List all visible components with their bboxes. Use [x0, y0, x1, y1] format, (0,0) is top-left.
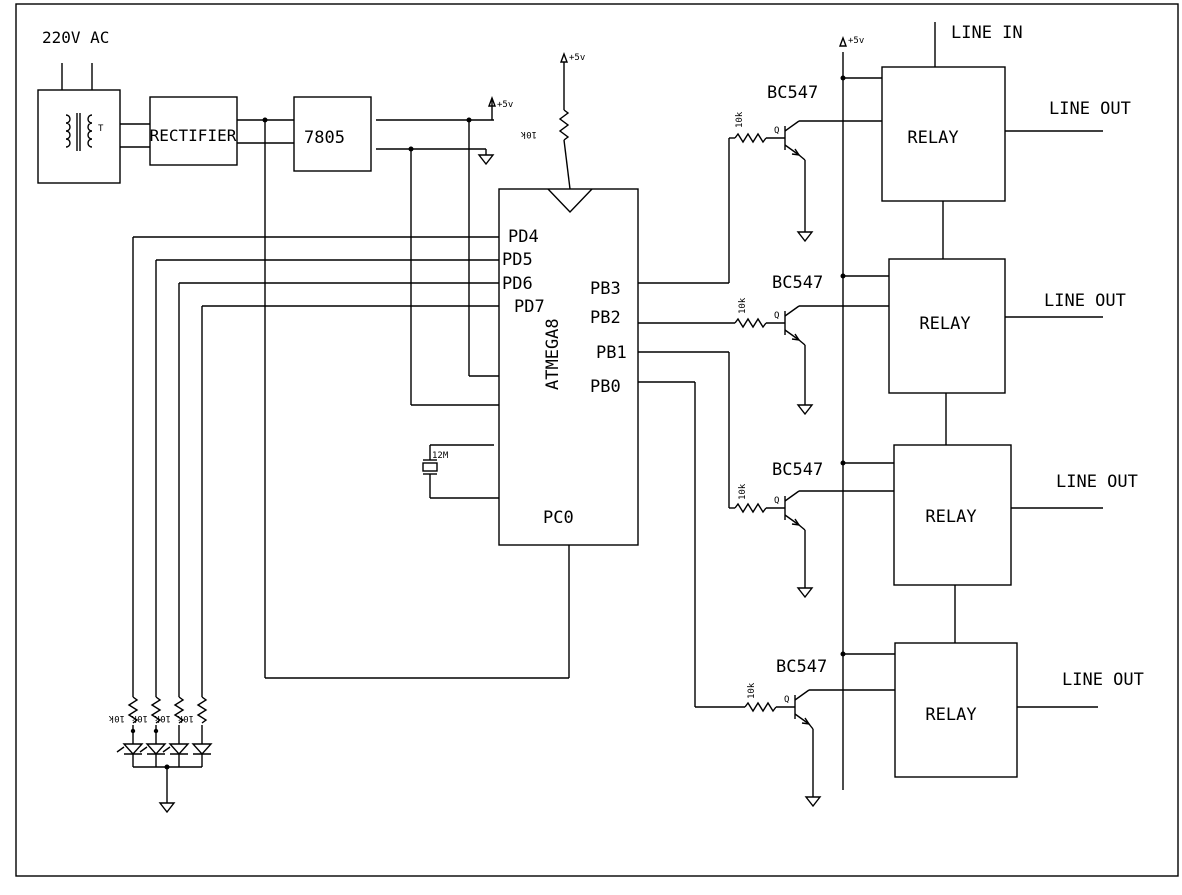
channel-2: 10k Q BC547 RELAY LINE OUT — [638, 201, 1126, 416]
vcc-label-regulator: +5v — [497, 100, 513, 110]
led-bank: 10k 10k 10k 10k — [108, 236, 499, 814]
channel-4: 10k Q BC547 RELAY LINE OUT — [638, 381, 1144, 808]
relay-3 — [893, 444, 1012, 586]
pin-pd5: PD5 — [502, 250, 533, 270]
svg-text:Q: Q — [774, 126, 779, 136]
base-resistor-label-3: 10k — [738, 483, 748, 500]
svg-text:10k: 10k — [177, 713, 194, 723]
line-out-label-1: LINE OUT — [1049, 99, 1131, 119]
transformer: T — [37, 89, 121, 184]
chip-name: ATMEGA8 — [543, 318, 563, 390]
pin-pd4: PD4 — [508, 227, 539, 247]
relay-label-2: RELAY — [919, 314, 970, 334]
relay-2 — [888, 258, 1006, 394]
regulator-7805: 7805 — [293, 96, 372, 172]
pin-pb3: PB3 — [590, 279, 621, 299]
transistor-label-4: BC547 — [776, 657, 827, 677]
rectifier-block: RECTIFIER — [149, 96, 238, 166]
regulator-label: 7805 — [304, 128, 345, 148]
line-out-label-4: LINE OUT — [1062, 670, 1144, 690]
reset-resistor-label: 10k — [520, 129, 537, 139]
base-resistor-label-4: 10k — [747, 682, 757, 699]
pin-pc0: PC0 — [543, 508, 574, 528]
crystal-label: 12M — [432, 451, 449, 461]
channel-1: 10k Q BC547 RELAY LINE OUT — [638, 66, 1131, 284]
pin-pb2: PB2 — [590, 308, 621, 328]
transistor-label-1: BC547 — [767, 83, 818, 103]
crystal: 12M — [422, 444, 499, 499]
pin-pd7: PD7 — [514, 297, 545, 317]
svg-text:10k: 10k — [108, 713, 125, 723]
svg-text:10k: 10k — [131, 713, 148, 723]
reset-resistor — [558, 109, 570, 141]
atmega8-chip — [498, 188, 639, 546]
rectifier-label: RECTIFIER — [150, 126, 237, 145]
pin-pb0: PB0 — [590, 377, 621, 397]
transistor-label-3: BC547 — [772, 460, 823, 480]
channel-3: 10k Q BC547 RELAY LINE OUT — [638, 351, 1138, 599]
pin-pd6: PD6 — [502, 274, 533, 294]
vcc-label-bus: +5v — [848, 36, 864, 46]
pin-pb1: PB1 — [596, 343, 627, 363]
svg-text:Q: Q — [774, 496, 779, 506]
vcc-label-reset: +5v — [569, 53, 585, 63]
relay-4 — [894, 642, 1018, 778]
relay-label-4: RELAY — [925, 705, 976, 725]
line-in-label: LINE IN — [951, 23, 1023, 43]
base-resistor-label-2: 10k — [738, 297, 748, 314]
line-out-label-3: LINE OUT — [1056, 472, 1138, 492]
base-resistor-label-1: 10k — [735, 111, 745, 128]
supply-label: 220V AC — [42, 28, 109, 47]
relay-label-1: RELAY — [907, 128, 958, 148]
svg-text:10k: 10k — [154, 713, 171, 723]
transistor-label-2: BC547 — [772, 273, 823, 293]
line-out-label-2: LINE OUT — [1044, 291, 1126, 311]
relay-label-3: RELAY — [925, 507, 976, 527]
relay-1 — [881, 66, 1006, 202]
diagram-frame — [15, 3, 1179, 877]
svg-text:Q: Q — [774, 311, 779, 321]
transformer-label: T — [98, 124, 104, 134]
svg-text:Q: Q — [784, 695, 789, 705]
